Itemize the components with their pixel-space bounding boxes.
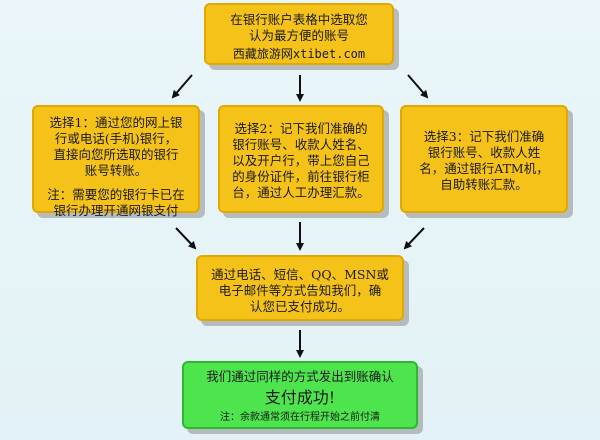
option1-line-3: 直接向您所选取的银行: [53, 147, 179, 162]
option1-note-1: 注：需要您的银行卡已在: [47, 187, 185, 202]
notify-box: 通过电话、短信、QQ、MSN或 电子邮件等方式告知我们，确 认您已支付成功。: [196, 255, 404, 321]
brand-text: 西藏旅游网xtibet.com: [232, 47, 366, 61]
option3-line-3: 名，通过银行ATM机，: [419, 161, 549, 176]
option2-box: 选择2：记下我们准确的 银行账号、收款人姓名、 以及开户行，带上您自己 的身份证…: [218, 105, 384, 213]
arrow-option3-to-notify: [403, 227, 425, 250]
option2-line-5: 台，通过人工办理汇款。: [232, 185, 370, 200]
option3-box: 选择3：记下我们准确 银行账号、收款人姓 名，通过银行ATM机， 自助转账汇款。: [400, 105, 568, 213]
arrow-start-to-option3: [407, 74, 429, 99]
final-note: 注：余款通常须在行程开始之前付清: [220, 412, 380, 423]
option1-box: 选择1：通过您的网上银 行或电话(手机)银行， 直接向您所选取的银行 账号转账。…: [32, 105, 200, 218]
option2-line-2: 银行账号、收款人姓名、: [232, 137, 370, 152]
arrow-option1-to-notify: [175, 227, 197, 250]
notify-line-1: 通过电话、短信、QQ、MSN或: [211, 267, 389, 282]
option1-line-2: 行或电话(手机)银行，: [54, 131, 178, 146]
option2-line-1: 选择2：记下我们准确的: [234, 121, 368, 136]
notify-line-2: 电子邮件等方式告知我们，确: [218, 283, 382, 298]
arrow-start-to-option1: [171, 74, 193, 99]
final-box: 我们通过同样的方式发出到账确认 支付成功! 注：余款通常须在行程开始之前付清: [182, 361, 418, 429]
option2-line-3: 以及开户行，带上您自己: [232, 153, 370, 168]
start-line-2: 认为最方便的账号: [248, 28, 349, 43]
option3-line-1: 选择3：记下我们准确: [423, 129, 545, 144]
notify-line-3: 认您已支付成功。: [249, 299, 350, 314]
option1-note-2: 银行办理开通网银支付: [53, 203, 179, 218]
start-line-1: 在银行账户表格中选取您: [230, 12, 368, 27]
final-success-text: 支付成功!: [264, 388, 336, 407]
option1-line-4: 账号转账。: [84, 163, 148, 178]
option2-line-4: 的身份证件，前往银行柜: [232, 169, 370, 184]
final-line-1: 我们通过同样的方式发出到账确认: [206, 369, 394, 384]
option3-line-4: 自助转账汇款。: [440, 177, 528, 192]
option1-line-1: 选择1：通过您的网上银: [49, 115, 183, 130]
start-box: 在银行账户表格中选取您 认为最方便的账号 西藏旅游网xtibet.com: [204, 3, 394, 65]
option3-line-2: 银行账号、收款人姓: [427, 145, 541, 160]
